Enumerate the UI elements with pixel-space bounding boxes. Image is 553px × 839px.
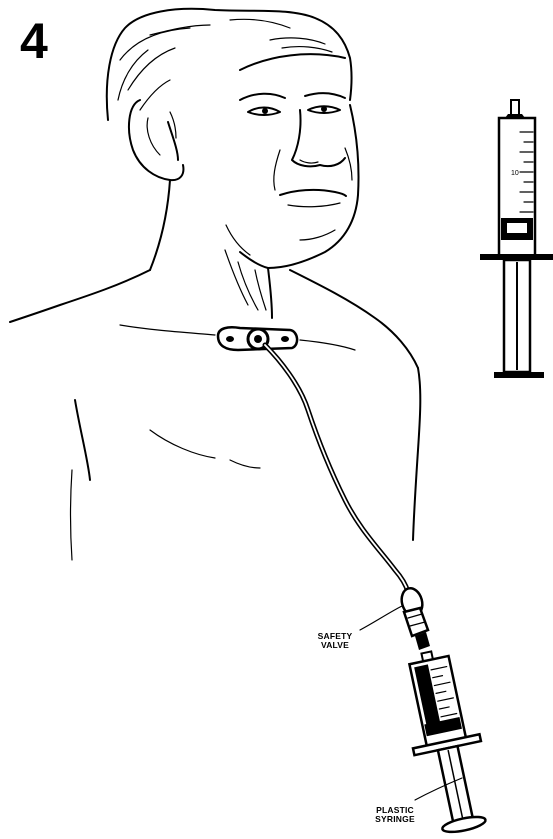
tracheostomy-flange <box>218 327 297 350</box>
man-torso <box>10 250 420 560</box>
safety-valve <box>399 586 430 650</box>
plastic-syringe-label-line-2: SYRINGE <box>360 815 430 824</box>
detached-syringe: 10 <box>480 100 553 378</box>
safety-valve-label-line-2: VALVE <box>300 641 370 650</box>
man-head <box>107 9 359 270</box>
svg-text:10: 10 <box>511 170 519 177</box>
safety-valve-label: SAFETY VALVE <box>300 632 370 650</box>
safety-valve-leader <box>360 606 402 630</box>
plastic-syringe-label: PLASTIC SYRINGE <box>360 806 430 824</box>
tubing <box>265 345 408 592</box>
